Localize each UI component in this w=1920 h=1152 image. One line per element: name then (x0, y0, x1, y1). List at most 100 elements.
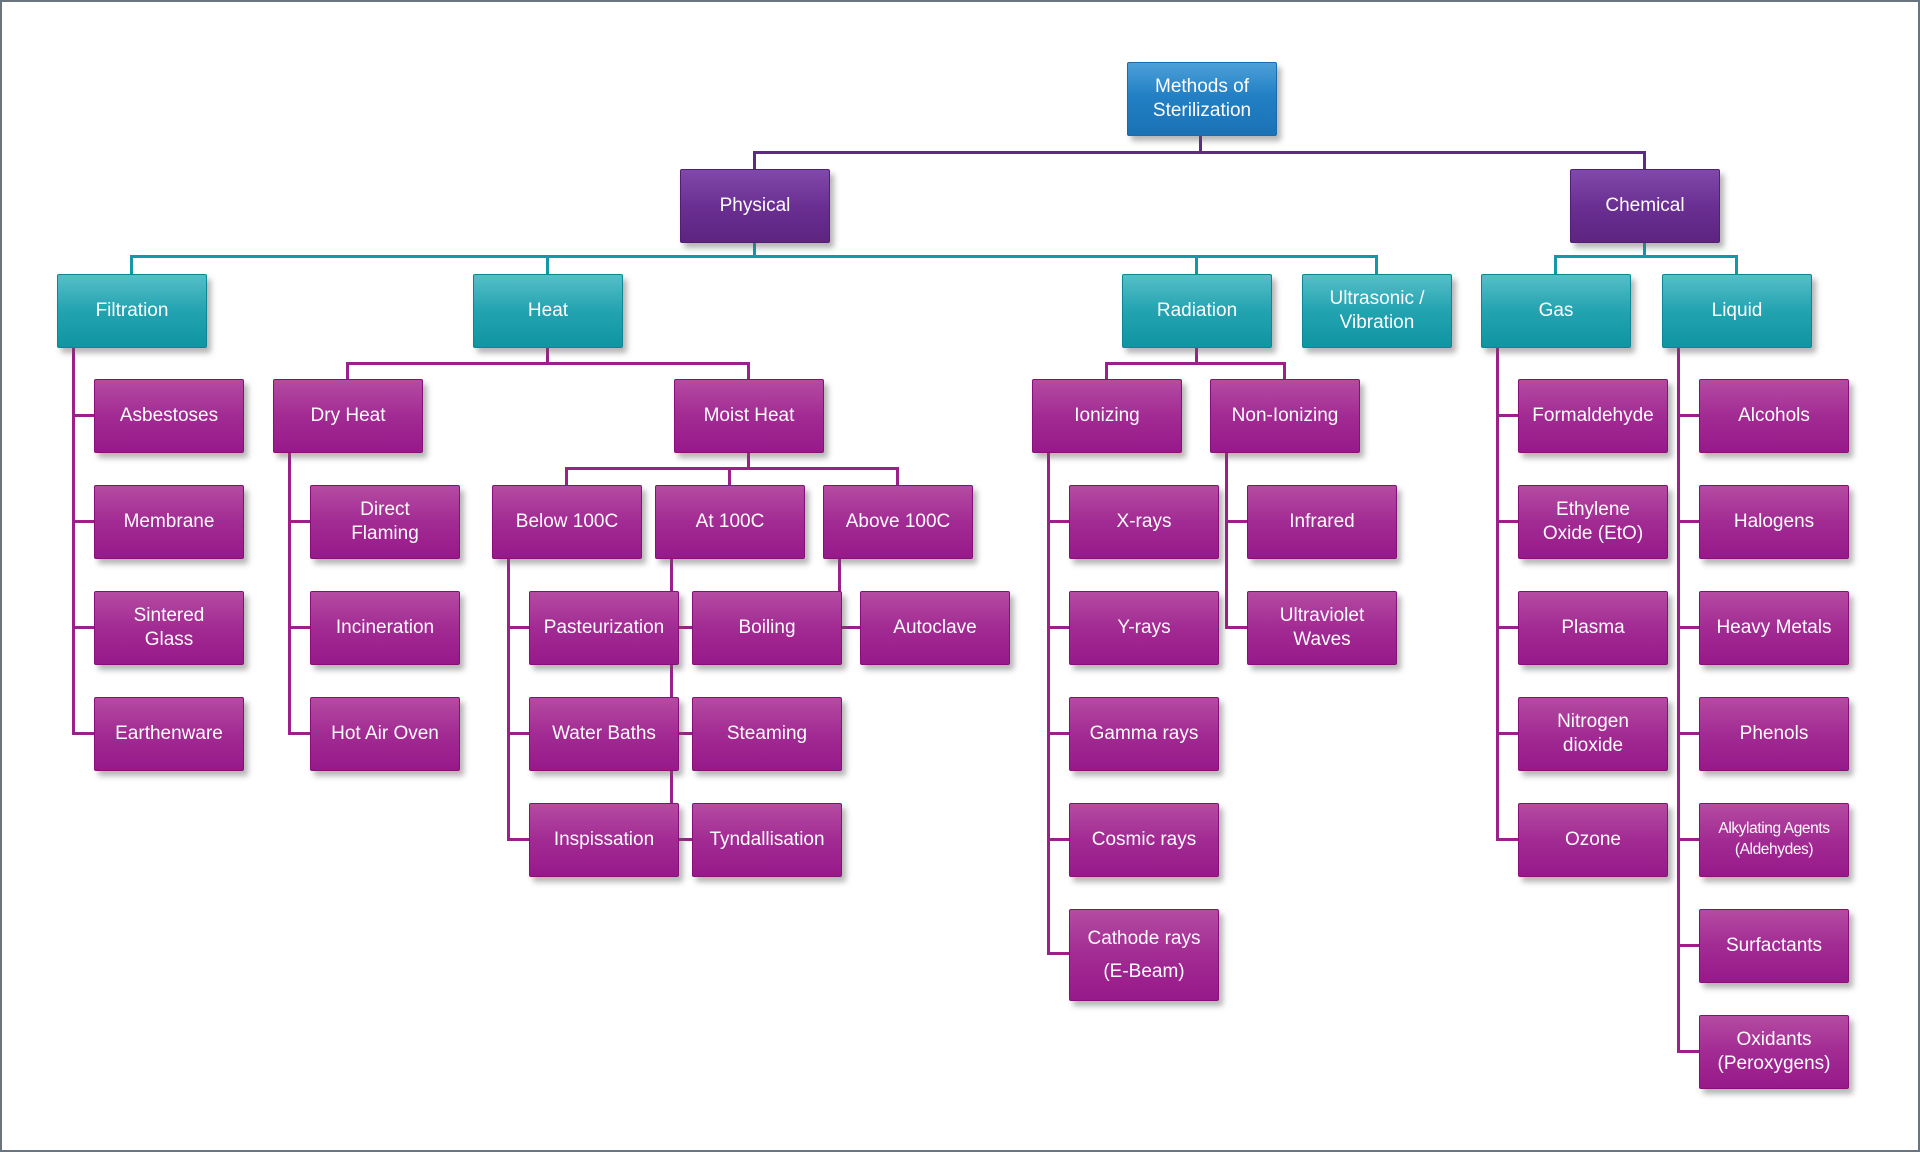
node-dry-heat: Dry Heat (273, 379, 423, 453)
connector-root-drop (1199, 136, 1202, 153)
node-above-100c: Above 100C (823, 485, 973, 559)
connector-to-phenols (1677, 732, 1699, 735)
connector-to-boiling (670, 626, 692, 629)
node-ozone: Ozone (1518, 803, 1668, 877)
connector-to-heavy-metals (1677, 626, 1699, 629)
node-phenols: Phenols (1699, 697, 1849, 771)
connector-to-physical (753, 151, 756, 169)
node-physical: Physical (680, 169, 830, 243)
node-gamma-rays: Gamma rays (1069, 697, 1219, 771)
connector-to-surfactants (1677, 944, 1699, 947)
connector-gas-spine (1496, 348, 1499, 841)
connector-to-above-100c (896, 467, 899, 485)
node-surfactants: Surfactants (1699, 909, 1849, 983)
connector-heat-elbow (348, 362, 749, 365)
connector-to-dry-heat (346, 362, 349, 379)
node-formaldehyde: Formaldehyde (1518, 379, 1668, 453)
node-ionizing: Ionizing (1032, 379, 1182, 453)
connector-chemical-drop (1643, 243, 1646, 258)
node-y-rays: Y-rays (1069, 591, 1219, 665)
node-direct-flaming: Direct Flaming (310, 485, 460, 559)
connector-to-gas (1554, 255, 1557, 274)
node-heat: Heat (473, 274, 623, 348)
node-nitrogen-dioxide: Nitrogen dioxide (1518, 697, 1668, 771)
connector-to-hot-air-oven (288, 732, 310, 735)
node-gas: Gas (1481, 274, 1631, 348)
node-asbestoses: Asbestoses (94, 379, 244, 453)
node-below-100c: Below 100C (492, 485, 642, 559)
connector-to-alcohols (1677, 414, 1699, 417)
node-water-baths: Water Baths (529, 697, 679, 771)
connector-to-alkylating-agents (1677, 838, 1699, 841)
connector-below-100c-spine (507, 559, 510, 841)
connector-to-radiation (1195, 255, 1198, 274)
connector-to-membrane (72, 520, 94, 523)
connector-to-cathode-rays (1047, 952, 1069, 955)
connector-to-inspissation (507, 838, 529, 841)
connector-to-filtration (130, 255, 133, 274)
connector-to-halogens (1677, 520, 1699, 523)
connector-to-gamma-rays (1047, 732, 1069, 735)
connector-to-ozone (1496, 838, 1518, 841)
node-cosmic-rays: Cosmic rays (1069, 803, 1219, 877)
connector-radiation-drop (1195, 348, 1198, 365)
node-plasma: Plasma (1518, 591, 1668, 665)
node-earthenware: Earthenware (94, 697, 244, 771)
connector-to-y-rays (1047, 626, 1069, 629)
connector-physical-drop (753, 243, 756, 258)
connector-root-elbow (755, 151, 1645, 154)
connector-dry-heat-spine (288, 453, 291, 735)
connector-filtration-spine (72, 348, 75, 735)
node-non-ionizing: Non-Ionizing (1210, 379, 1360, 453)
connector-to-ultraviolet-waves (1225, 626, 1247, 629)
node-ultrasonic-vibration: Ultrasonic / Vibration (1302, 274, 1452, 348)
connector-ionizing-spine (1047, 453, 1050, 955)
connector-to-steaming (670, 732, 692, 735)
connector-to-earthenware (72, 732, 94, 735)
connector-to-asbestoses (72, 414, 94, 417)
connector-to-sintered-glass (72, 626, 94, 629)
node-at-100c: At 100C (655, 485, 805, 559)
node-alcohols: Alcohols (1699, 379, 1849, 453)
node-hot-air-oven: Hot Air Oven (310, 697, 460, 771)
connector-to-plasma (1496, 626, 1518, 629)
node-steaming: Steaming (692, 697, 842, 771)
connector-to-at-100c (728, 467, 731, 485)
connector-to-autoclave (838, 626, 860, 629)
node-filtration: Filtration (57, 274, 207, 348)
connector-to-water-baths (507, 732, 529, 735)
connector-radiation-elbow (1107, 362, 1285, 365)
connector-to-x-rays (1047, 520, 1069, 523)
connector-non-ionizing-spine (1225, 453, 1228, 629)
node-incineration: Incineration (310, 591, 460, 665)
connector-to-ionizing (1105, 362, 1108, 379)
connector-to-ethylene-oxide (1496, 520, 1518, 523)
connector-to-heat (546, 255, 549, 274)
node-sintered-glass: Sintered Glass (94, 591, 244, 665)
node-oxidants-peroxygens: Oxidants (Peroxygens) (1699, 1015, 1849, 1089)
connector-heat-drop (546, 348, 549, 365)
connector-to-oxidants (1677, 1050, 1699, 1053)
node-pasteurization: Pasteurization (529, 591, 679, 665)
connector-to-pasteurization (507, 626, 529, 629)
node-boiling: Boiling (692, 591, 842, 665)
connector-moist-heat-elbow (567, 467, 898, 470)
node-tyndallisation: Tyndallisation (692, 803, 842, 877)
connector-to-formaldehyde (1496, 414, 1518, 417)
node-ethylene-oxide-eto: Ethylene Oxide (EtO) (1518, 485, 1668, 559)
node-methods-of-sterilization: Methods of Sterilization (1127, 62, 1277, 136)
connector-to-below-100c (565, 467, 568, 485)
connector-to-incineration (288, 626, 310, 629)
connector-to-infrared (1225, 520, 1247, 523)
connector-physical-elbow (132, 255, 1378, 258)
connector-chemical-elbow (1556, 255, 1737, 258)
connector-to-direct-flaming (288, 520, 310, 523)
connector-to-tyndallisation (670, 838, 692, 841)
connector-liquid-spine (1677, 348, 1680, 1053)
node-chemical: Chemical (1570, 169, 1720, 243)
connector-to-ultrasonic (1375, 255, 1378, 274)
connector-to-liquid (1735, 255, 1738, 274)
node-liquid: Liquid (1662, 274, 1812, 348)
node-autoclave: Autoclave (860, 591, 1010, 665)
